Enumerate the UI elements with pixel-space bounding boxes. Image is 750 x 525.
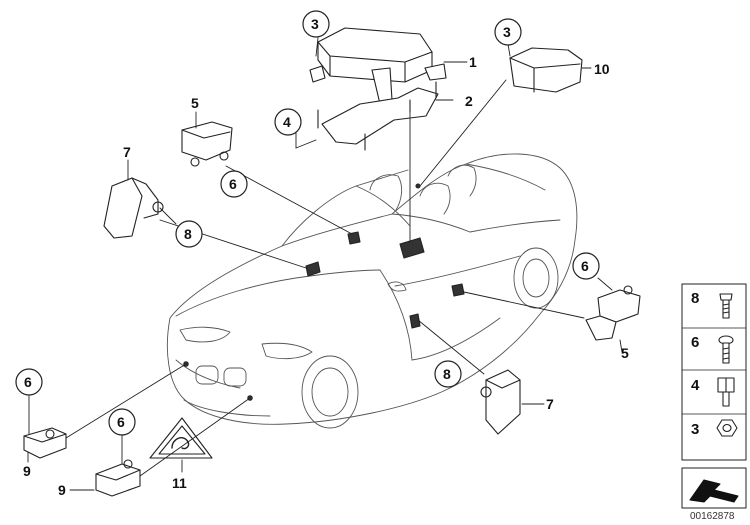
callout-8-left: 8 bbox=[184, 226, 192, 242]
mounting-position-markers bbox=[183, 183, 465, 401]
bolt-icon bbox=[718, 335, 734, 364]
arrow-icon bbox=[689, 479, 739, 503]
mounting-bracket-part bbox=[317, 81, 439, 151]
callout-4: 4 bbox=[283, 114, 291, 130]
legend-label-4: 4 bbox=[691, 377, 700, 394]
leader-lines bbox=[27, 37, 623, 491]
fastener-legend: 8 6 4 3 bbox=[681, 283, 747, 509]
callout-6-left-bottom: 6 bbox=[24, 374, 32, 390]
legend-label-6: 6 bbox=[691, 334, 699, 351]
callout-2: 2 bbox=[465, 93, 473, 109]
callout-11: 11 bbox=[172, 475, 187, 491]
callout-3-right: 3 bbox=[503, 24, 511, 40]
callout-labels: 1 2 3 3 4 5 5 6 6 6 6 7 7 8 8 9 9 10 11 bbox=[23, 16, 629, 498]
legend-label-3: 3 bbox=[691, 421, 699, 438]
callout-7-left: 7 bbox=[123, 144, 131, 160]
callout-1: 1 bbox=[469, 54, 477, 70]
callout-5-upper: 5 bbox=[191, 95, 199, 111]
callout-9-left: 9 bbox=[23, 463, 31, 479]
callout-circles bbox=[15, 10, 600, 436]
satellite-control-unit-part bbox=[509, 47, 583, 93]
callout-6-upper: 6 bbox=[229, 176, 237, 192]
airbag-control-unit-part bbox=[309, 27, 447, 105]
callout-9-center: 9 bbox=[58, 482, 66, 498]
stud-icon bbox=[717, 377, 735, 407]
legend-label-8: 8 bbox=[691, 290, 699, 307]
crash-sensor-part-left bbox=[23, 427, 67, 459]
callout-6-right: 6 bbox=[581, 258, 589, 274]
callout-8-right: 8 bbox=[443, 366, 451, 382]
nut-icon bbox=[716, 419, 738, 437]
convertible-car-illustration bbox=[166, 153, 578, 429]
callout-5-right: 5 bbox=[621, 345, 629, 361]
crash-sensor-part-center bbox=[95, 459, 141, 497]
sensor-part-right bbox=[585, 285, 641, 341]
sensor-part-left bbox=[103, 177, 164, 239]
sensor-part-lower-right bbox=[480, 369, 521, 435]
screw-icon bbox=[719, 293, 733, 319]
callout-3-upper: 3 bbox=[311, 16, 319, 32]
callout-6-center-bottom: 6 bbox=[117, 414, 125, 430]
callout-7-right: 7 bbox=[546, 396, 554, 412]
sensor-part-upper bbox=[181, 121, 233, 167]
warning-label-part bbox=[149, 417, 213, 459]
document-number: 00162878 bbox=[690, 511, 735, 522]
callout-10: 10 bbox=[594, 61, 610, 77]
